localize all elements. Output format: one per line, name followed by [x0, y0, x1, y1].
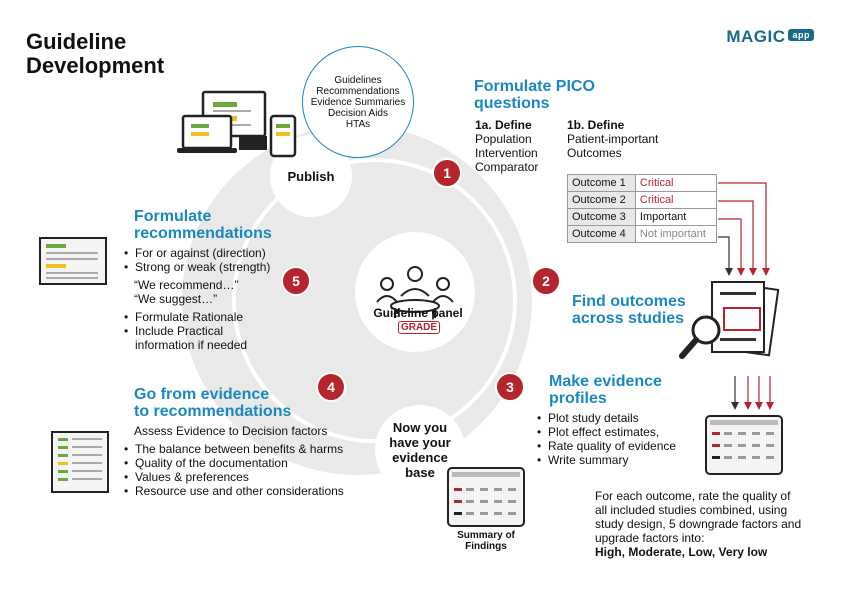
step-1b-item: Patient-important: [567, 132, 659, 146]
recommendation-doc-icon: [39, 237, 107, 285]
step-1-title-line-2: questions: [474, 95, 550, 112]
step-5-title-line-2: recommendations: [134, 225, 272, 242]
evidence-arrows: [731, 376, 774, 410]
evidence-table-icon: [705, 415, 783, 475]
step-2-title: Find outcomes across studies: [572, 293, 686, 327]
summary-of-findings-label: Summary of Findings: [446, 530, 526, 552]
step-3-item: Plot effect estimates,: [537, 425, 676, 439]
step-5-item: Strong or weak (strength): [124, 260, 270, 274]
step-1-badge: 1: [432, 158, 462, 188]
logo-badge: app: [788, 29, 814, 41]
step-4-subtitle: Assess Evidence to Decision factors: [134, 424, 328, 438]
logo-text: MAGIC: [726, 27, 786, 46]
step-5-item: Formulate Rationale: [124, 310, 274, 324]
guideline-panel: [355, 232, 475, 352]
publish-output-item: Recommendations: [316, 85, 400, 97]
step-3-title-line-1: Make evidence: [549, 373, 662, 390]
step-1a-title: 1a. Define: [475, 118, 532, 132]
step-4-title-line-1: Go from evidence: [134, 386, 270, 403]
step-1a-item: Intervention: [475, 146, 538, 160]
evidence-to-decision-doc-icon: [51, 431, 109, 493]
outcome-arrows: [718, 182, 770, 276]
step-5-title-line-1: Formulate: [134, 208, 212, 225]
publish-output-item: Evidence Summaries: [310, 96, 406, 108]
search-studies-icon: [679, 281, 780, 359]
step-2-badge: 2: [531, 266, 561, 296]
step-5-quote: “We recommend…”: [134, 278, 239, 292]
process-ring: [232, 158, 517, 443]
outcome-name: Outcome 1: [567, 174, 636, 192]
step-5-quotes: “We recommend…” “We suggest…”: [134, 278, 238, 306]
sof-line-1: Summary of: [457, 530, 515, 541]
panel-people-icon: [376, 266, 454, 318]
step-3-badge: 3: [495, 372, 525, 402]
step-4-item: Quality of the documentation: [124, 456, 344, 470]
outcome-name: Outcome 4: [567, 225, 636, 243]
step-4-item: Values & preferences: [124, 470, 344, 484]
step-4-badge: 4: [316, 372, 346, 402]
step-1a-item: Population: [475, 132, 532, 146]
quality-note-text: For each outcome, rate the quality of al…: [595, 489, 802, 545]
step-3-list: Plot study details Plot effect estimates…: [537, 411, 676, 467]
step-1a: 1a. Define Population Intervention Compa…: [475, 118, 538, 174]
quality-levels: High, Moderate, Low, Very low: [595, 545, 768, 559]
step-5-list: For or against (direction) Strong or wea…: [124, 246, 270, 274]
outcome-name: Outcome 2: [567, 191, 636, 209]
step-3-title: Make evidence profiles: [549, 373, 662, 407]
step-4-item: The balance between benefits & harms: [124, 442, 344, 456]
step-5-badge: 5: [281, 266, 311, 296]
step-4-title: Go from evidence to recommendations: [134, 386, 291, 420]
step-1a-item: Comparator: [475, 160, 539, 174]
guideline-panel-label: Guideline panel: [373, 306, 463, 320]
grade-badge: GRADE: [398, 321, 440, 334]
devices-icon: [177, 90, 297, 158]
step-4-item: Resource use and other considerations: [124, 484, 344, 498]
step-2-title-line-1: Find outcomes: [572, 293, 686, 310]
step-2-title-line-2: across studies: [572, 310, 685, 327]
step-1-title-line-1: Formulate PICO: [474, 78, 595, 95]
step-1b: 1b. Define Patient-important Outcomes: [567, 118, 658, 160]
step-4-list: The balance between benefits & harms Qua…: [124, 442, 344, 498]
publish-output-item: Guidelines: [334, 74, 382, 86]
step-5-quote: “We suggest…”: [134, 292, 218, 306]
step-5-title: Formulate recommendations: [134, 208, 272, 242]
step-1b-item: Outcomes: [567, 146, 622, 160]
step-5-item: Include Practical information if needed: [124, 324, 274, 352]
step-5-item: For or against (direction): [124, 246, 270, 260]
title-line-1: Guideline: [26, 29, 127, 54]
summary-of-findings-icon: [447, 467, 525, 527]
quality-note: For each outcome, rate the quality of al…: [595, 489, 803, 559]
publish-label: Publish: [287, 168, 335, 184]
publish-output-item: HTAs: [345, 118, 371, 130]
step-3-item: Rate quality of evidence: [537, 439, 676, 453]
step-3-title-line-2: profiles: [549, 390, 607, 407]
step-1-title: Formulate PICO questions: [474, 78, 595, 112]
step-5-list-2: Formulate Rationale Include Practical in…: [124, 310, 274, 352]
page-title: Guideline Development: [26, 30, 164, 78]
step-3-item: Write summary: [537, 453, 676, 467]
evidence-base-label: Now you have your evidence base: [389, 420, 451, 480]
step-3-item: Plot study details: [537, 411, 676, 425]
outcome-rating: Not important: [634, 225, 718, 243]
sof-line-2: Findings: [465, 541, 507, 552]
step-4-title-line-2: to recommendations: [134, 403, 292, 420]
step-1b-title: 1b. Define: [567, 118, 625, 132]
title-line-2: Development: [26, 53, 165, 78]
publish-output-item: Decision Aids: [327, 107, 388, 119]
outcome-rating: Important: [634, 208, 718, 226]
